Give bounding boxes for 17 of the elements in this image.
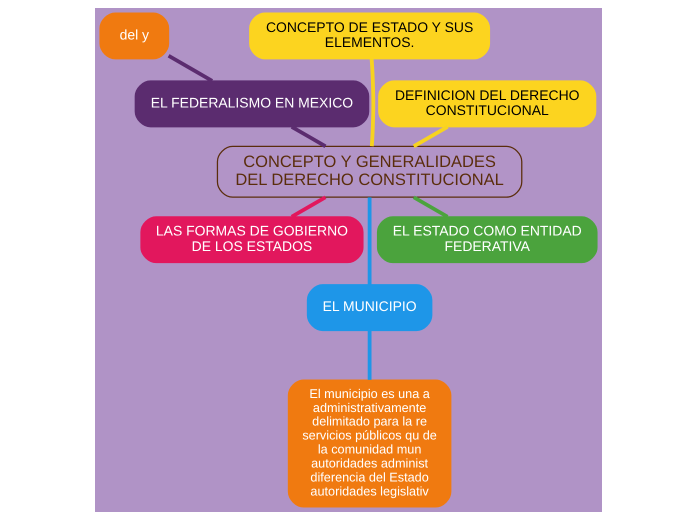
connector bbox=[367, 197, 371, 284]
node-box: EL ESTADO COMO ENTIDAD FEDERATIVA bbox=[376, 216, 598, 264]
node-box: DEFINICION DEL DERECHO CONSTITUCIONAL bbox=[378, 80, 596, 128]
connector bbox=[412, 125, 448, 148]
node-box: LAS FORMAS DE GOBIERNO DE LOS ESTADOS bbox=[140, 216, 364, 264]
connector bbox=[367, 330, 371, 380]
connector bbox=[412, 196, 448, 218]
connector bbox=[290, 125, 326, 148]
connector bbox=[167, 54, 213, 83]
connector bbox=[290, 196, 326, 218]
node-box: CONCEPTO DE ESTADO Y SUS ELEMENTOS. bbox=[248, 12, 490, 60]
node-box: del y bbox=[98, 12, 169, 60]
node-box: CONCEPTO Y GENERALIDADES DEL DERECHO CONSTITUCIONAL bbox=[216, 146, 522, 198]
node-box: EL MUNICIPIO bbox=[306, 284, 432, 332]
connector bbox=[369, 58, 375, 146]
node-box: El municipio es una a administrativamente delimitado para la re servicios públicos qu de la comunidad mun autoridades administ diferencia del Estado autoridades legislativ bbox=[287, 379, 451, 508]
node-box: EL FEDERALISMO EN MEXICO bbox=[134, 80, 369, 128]
